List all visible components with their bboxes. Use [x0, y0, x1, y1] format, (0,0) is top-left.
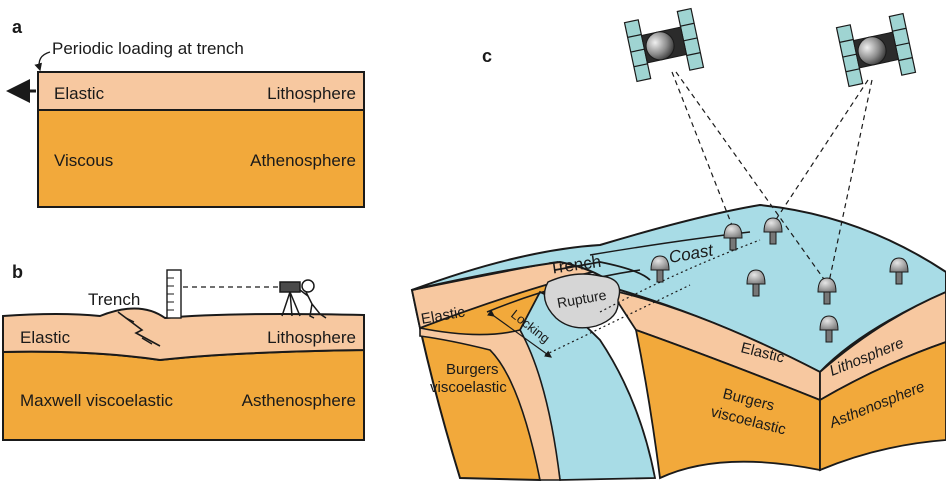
satellite-icon	[623, 7, 705, 83]
gps-station-icon	[746, 269, 766, 297]
panel-b-asthenosphere-label: Asthenosphere	[242, 391, 356, 410]
coast-line	[599, 239, 761, 313]
locking-arrow	[487, 309, 552, 358]
panel-b-trench-label: Trench	[88, 290, 140, 309]
trench-fault	[554, 261, 651, 281]
right-side-asthenosphere	[819, 341, 946, 472]
panel-a-lithosphere-layer	[37, 71, 365, 111]
gps-station-icon	[889, 257, 909, 285]
rupture-zone	[543, 273, 621, 329]
satellite-icon	[835, 12, 917, 88]
panel-c: c	[410, 7, 946, 481]
gps-station-icon	[650, 255, 670, 283]
panel-a-letter: a	[12, 17, 23, 37]
surveyor-icon	[279, 279, 327, 319]
panel-a-athenosphere-label: Athenosphere	[250, 151, 356, 170]
right-block-asthenosphere-front	[634, 328, 821, 480]
panel-a-asthenosphere-layer	[37, 109, 365, 208]
panel-b-lithosphere-layer	[1, 307, 365, 362]
gps-station-icon	[817, 277, 837, 305]
panel-b-letter: b	[12, 262, 23, 282]
periodic-loading-label: Periodic loading at trench	[52, 39, 244, 58]
gps-station-icon	[723, 223, 743, 251]
panel-c-burgers-left-label: Burgers	[446, 361, 499, 378]
gps-station-icon	[763, 217, 783, 245]
panel-a-viscous-label: Viscous	[54, 151, 113, 170]
panel-b-elastic-label: Elastic	[20, 328, 71, 347]
gps-station-icon	[819, 315, 839, 343]
panel-b-maxwell-label: Maxwell viscoelastic	[20, 391, 174, 410]
gps-signal-lines	[671, 71, 873, 283]
panel-a: a Periodic loading at trench Elastic Lit…	[6, 17, 365, 208]
fault-icon	[117, 311, 161, 347]
panel-a-elastic-label: Elastic	[54, 84, 105, 103]
panel-c-letter: c	[482, 46, 492, 66]
locking-dotted-line	[544, 284, 691, 356]
panel-c-viscoelastic-left-label: viscoelastic	[430, 379, 507, 396]
panel-b-lithosphere-label: Lithosphere	[267, 328, 356, 347]
panel-b: b	[1, 262, 365, 441]
annotation-arrow	[34, 51, 51, 72]
ruler-icon	[166, 269, 182, 319]
panel-a-lithosphere-label: Lithosphere	[267, 84, 356, 103]
